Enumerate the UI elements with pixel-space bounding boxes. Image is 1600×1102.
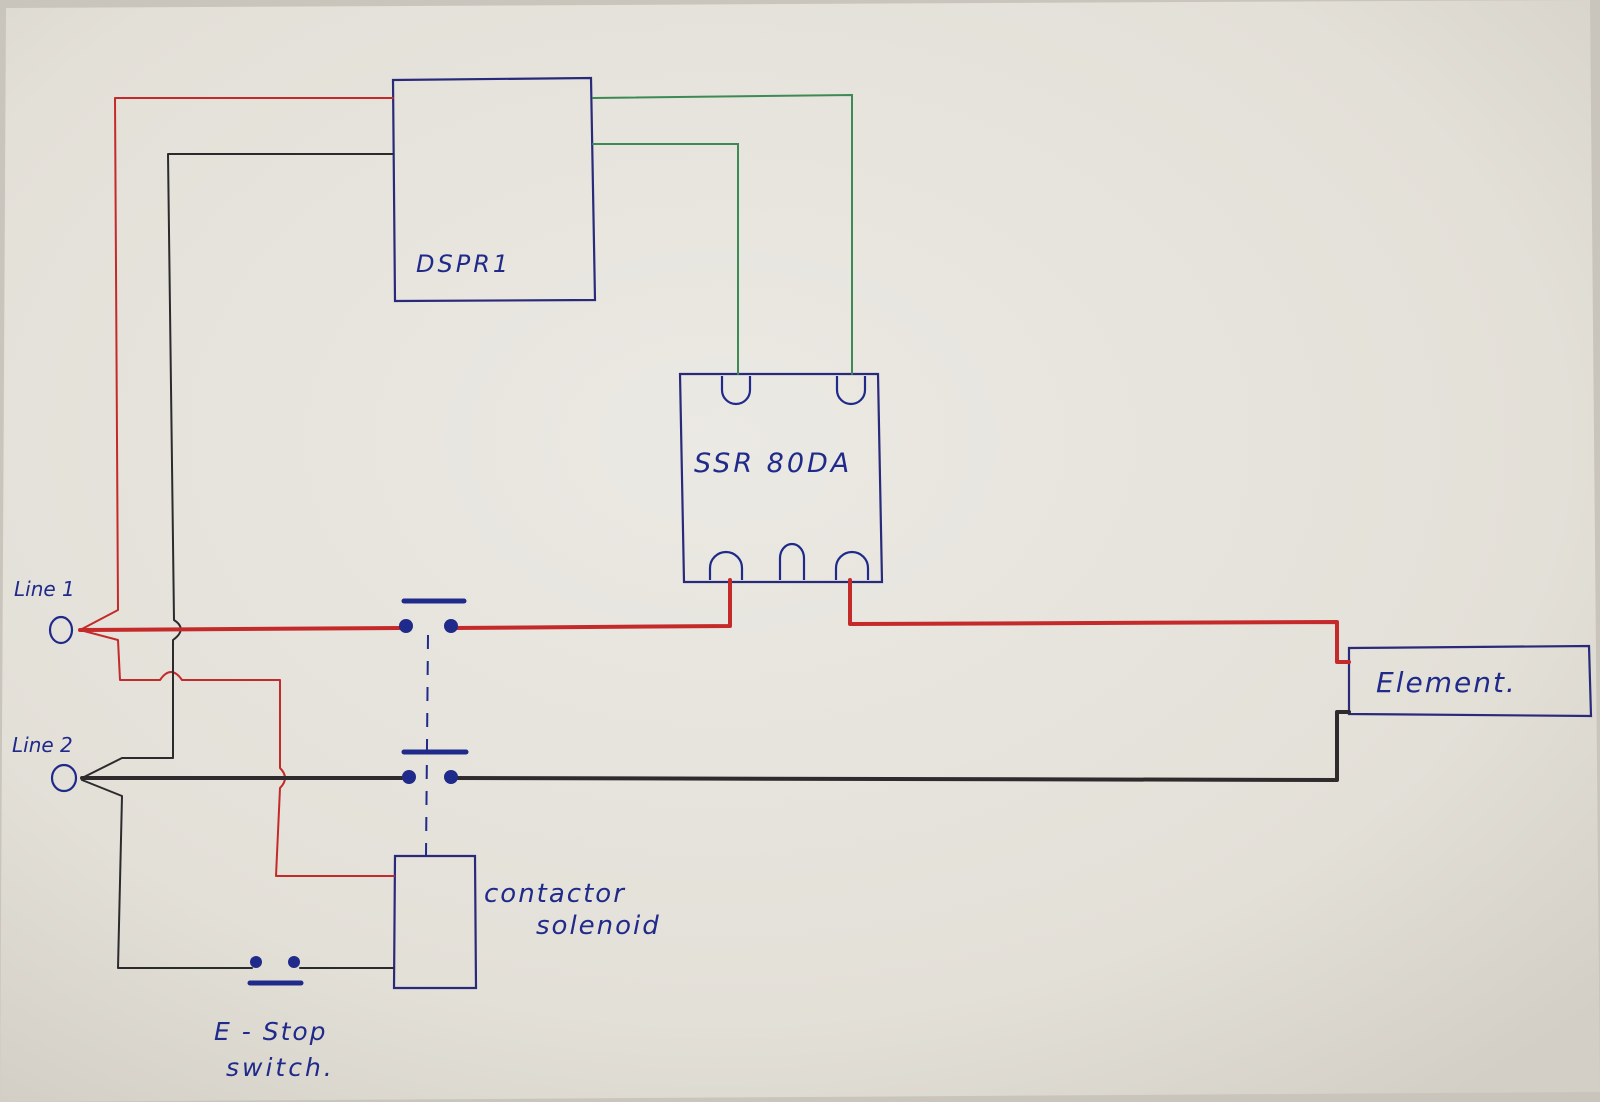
element-label: Element. xyxy=(1376,666,1517,699)
contactor-label-line2: solenoid xyxy=(536,911,661,941)
ssr-terminal-bottom-left xyxy=(708,550,744,580)
heating-element: Element. xyxy=(1347,644,1593,718)
contactor-main-contact-2 xyxy=(401,749,469,784)
line1-label: Line 1 xyxy=(14,577,75,601)
red-supply-wires xyxy=(79,97,395,877)
black-neutral-wires xyxy=(81,153,395,969)
ssr-label: SSR 80DA xyxy=(694,448,852,479)
ssr-80da-relay: SSR 80DA xyxy=(678,372,884,584)
line2-label: Line 2 xyxy=(12,733,73,757)
dspr1-label: DSPR1 xyxy=(416,250,511,278)
estop-label-line2: switch. xyxy=(226,1053,335,1082)
dspr1-controller: DSPR1 xyxy=(391,76,597,303)
control-wires-green xyxy=(592,93,853,375)
e-stop-switch: E - Stop switch. xyxy=(214,956,335,1082)
contactor-solenoid: contactor solenoid xyxy=(392,854,661,990)
line1-terminal: Line 1 xyxy=(14,577,75,645)
line2-terminal-circle xyxy=(50,763,78,793)
contactor-label-line1: contactor xyxy=(484,879,626,909)
ssr-terminal-top-left xyxy=(720,376,752,406)
estop-label-line1: E - Stop xyxy=(214,1017,328,1046)
line2-terminal: Line 2 xyxy=(12,733,78,793)
main-line1-power-wire xyxy=(78,578,1351,664)
ssr-terminal-bottom-right xyxy=(834,550,870,580)
mechanical-linkage-dashed xyxy=(425,634,429,857)
contactor-main-contact-1 xyxy=(399,598,467,633)
ssr-terminal-top-right xyxy=(835,376,867,406)
main-line2-power-wire xyxy=(80,710,1351,782)
ssr-terminal-bottom-middle xyxy=(778,542,806,580)
line1-terminal-circle xyxy=(48,615,74,645)
